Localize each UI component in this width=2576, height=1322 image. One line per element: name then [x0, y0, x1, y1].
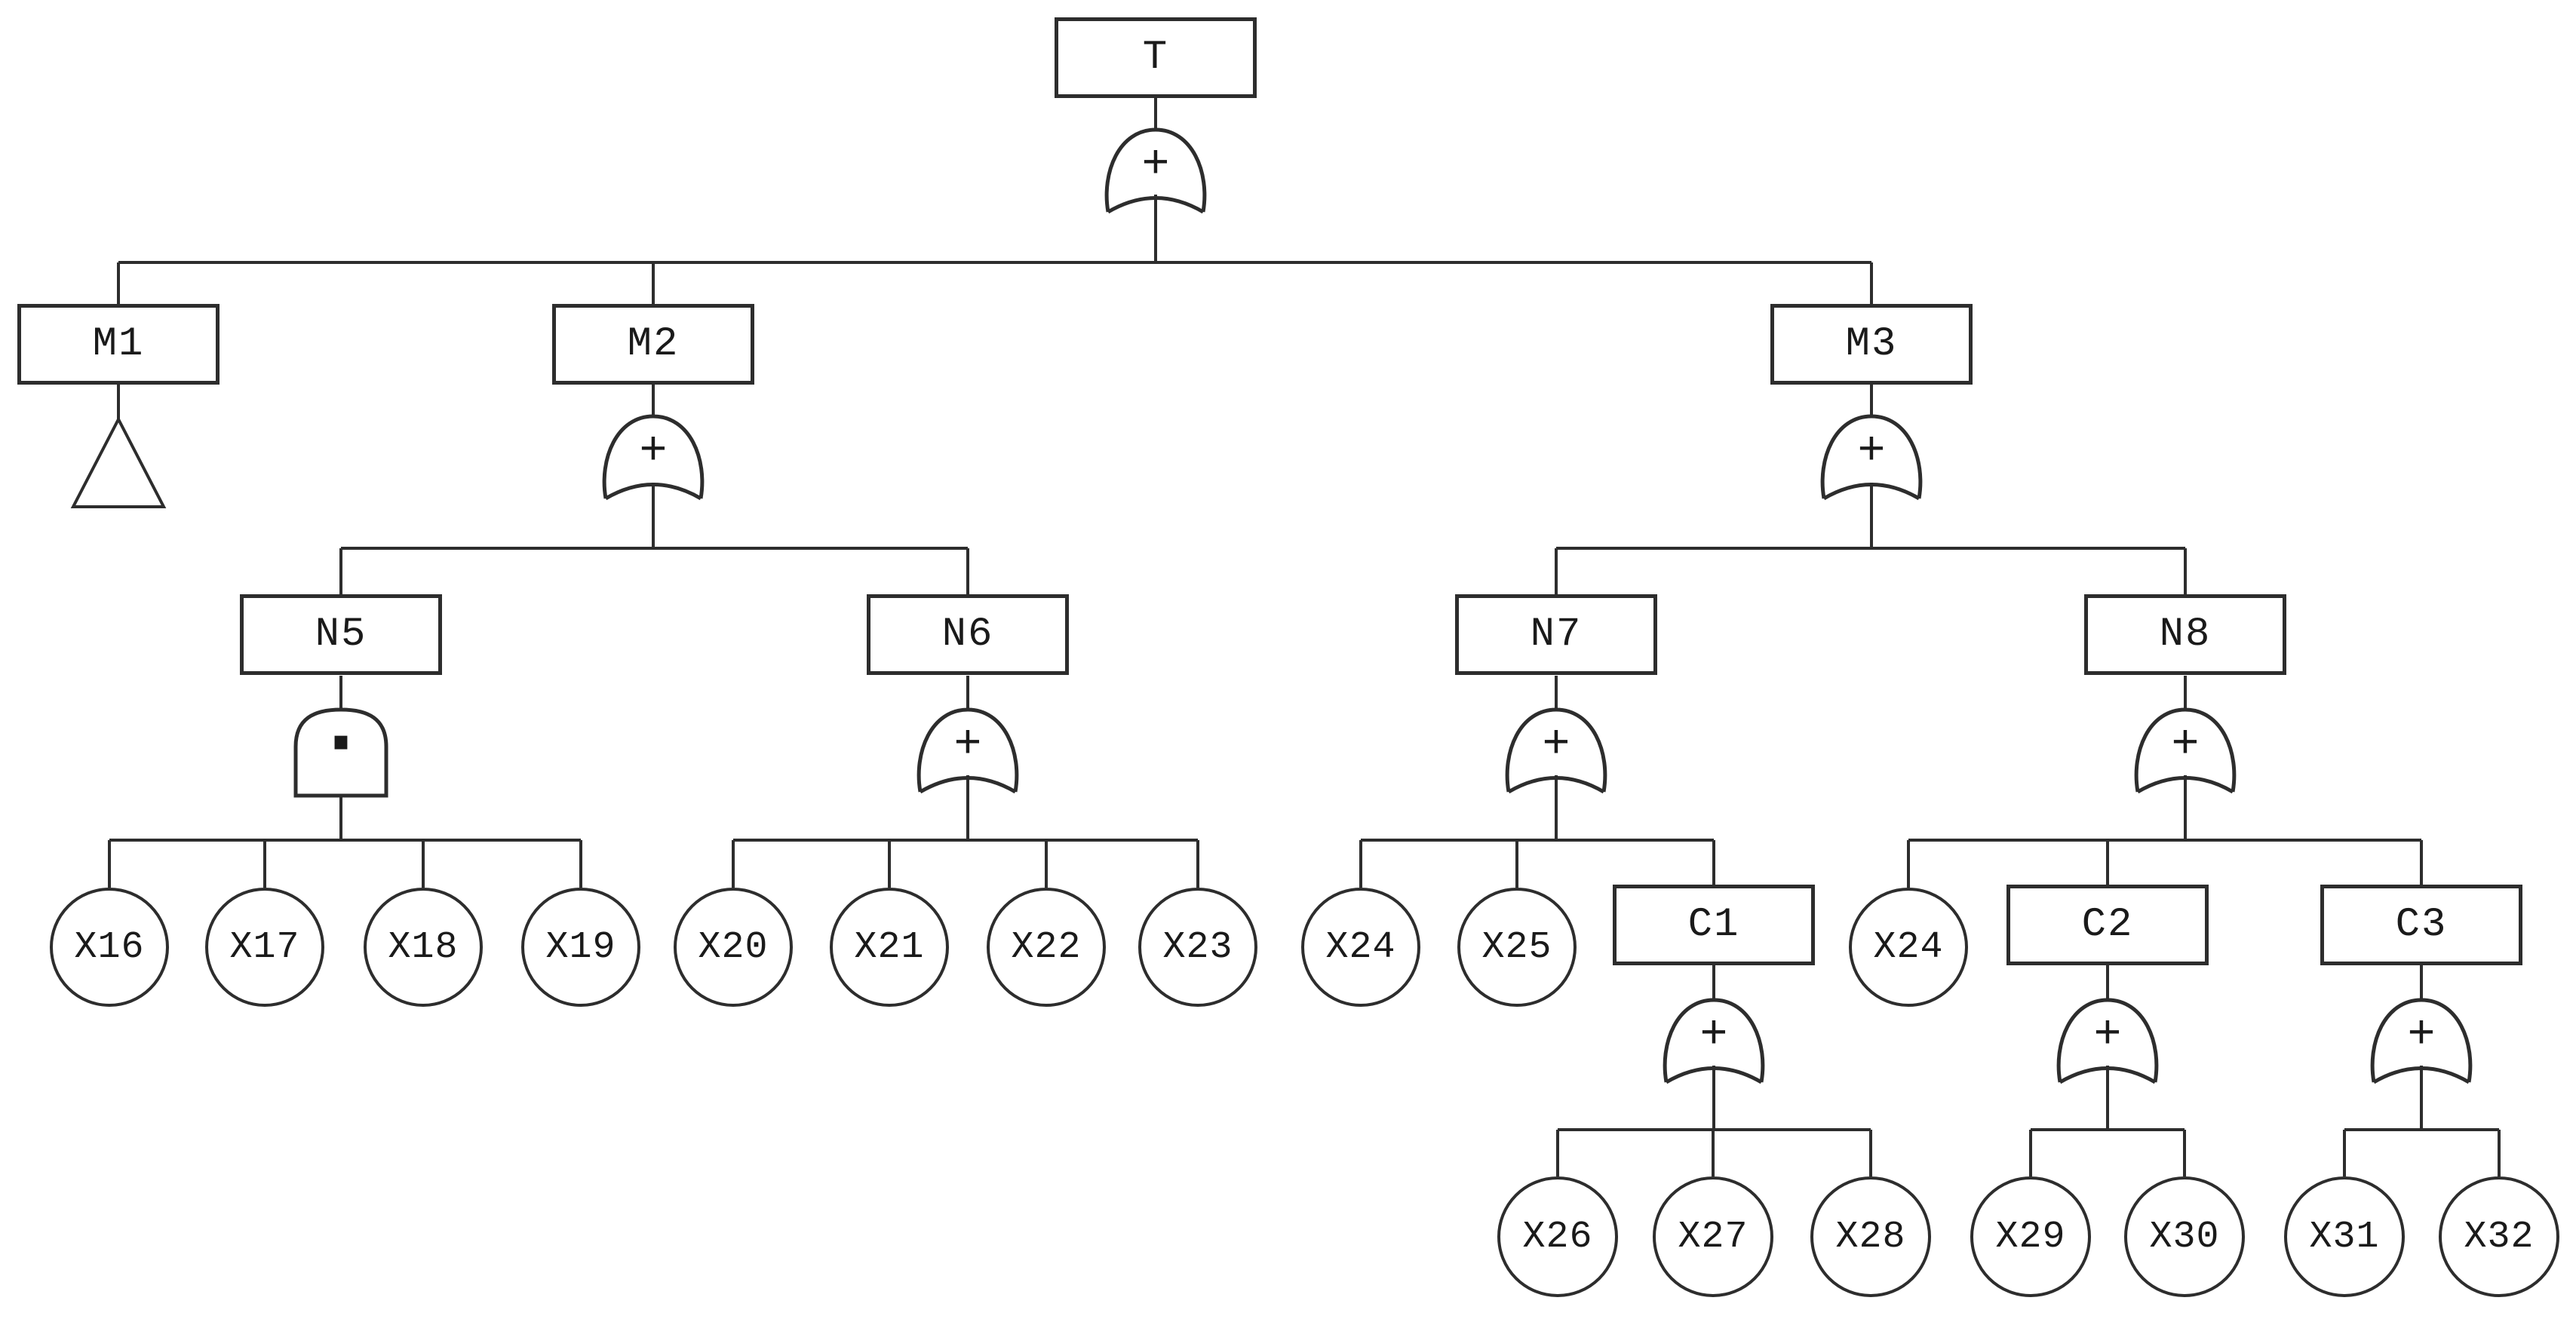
- basic-event-X28: X28: [1810, 1176, 1931, 1297]
- basic-event-X17: X17: [205, 888, 324, 1007]
- or-gate-N6-symbol: +: [953, 717, 982, 771]
- basic-event-label-X26: X26: [1522, 1215, 1593, 1259]
- event-label-M2: M2: [627, 321, 680, 367]
- connector-C1-bus: [1556, 1066, 1872, 1176]
- connector-N5-bus: [108, 796, 582, 888]
- basic-event-label-X21: X21: [854, 925, 925, 969]
- basic-event-label-X18: X18: [388, 925, 459, 969]
- event-label-N8: N8: [2159, 612, 2212, 658]
- event-label-N6: N6: [941, 612, 994, 658]
- basic-event-label-X24-repeat: X24: [1873, 925, 1944, 969]
- event-label-M3: M3: [1845, 321, 1898, 367]
- basic-event-X27: X27: [1653, 1176, 1773, 1297]
- basic-event-label-X27: X27: [1678, 1215, 1749, 1259]
- event-label-C3: C3: [2395, 902, 2448, 948]
- basic-event-X19: X19: [521, 888, 640, 1007]
- basic-event-label-X28: X28: [1835, 1215, 1906, 1259]
- connector-C2-bus: [2029, 1066, 2186, 1176]
- basic-event-label-X24: X24: [1325, 925, 1396, 969]
- connector-C3-bus: [2343, 1066, 2501, 1176]
- or-gate-N7-symbol: +: [1542, 717, 1570, 771]
- basic-event-X29: X29: [1970, 1176, 2091, 1297]
- connector-N8-bus: [1907, 775, 2423, 888]
- basic-event-X24: X24: [1301, 888, 1420, 1007]
- event-box-C2: C2: [2006, 885, 2209, 965]
- basic-event-X20: X20: [674, 888, 793, 1007]
- basic-event-X23: X23: [1138, 888, 1257, 1007]
- connector-N7-bus: [1359, 775, 1715, 888]
- basic-event-label-X17: X17: [229, 925, 300, 969]
- or-gate-T-symbol: +: [1141, 137, 1170, 192]
- event-label-N5: N5: [315, 612, 367, 658]
- event-box-C1: C1: [1613, 885, 1815, 965]
- basic-event-label-X22: X22: [1011, 925, 1082, 969]
- connector-N6-bus: [732, 775, 1199, 888]
- or-gate-C3-shape: [2370, 998, 2473, 1084]
- basic-event-X16: X16: [50, 888, 169, 1007]
- transfer-triangle-M1: [70, 416, 167, 508]
- basic-event-X32: X32: [2439, 1176, 2559, 1297]
- or-gate-T-shape: [1104, 127, 1207, 214]
- and-gate-N5-symbol: ·: [313, 693, 368, 796]
- and-gate-N5-shape: [293, 707, 388, 798]
- or-gate-M2-shape: [602, 414, 705, 501]
- event-box-M2: M2: [552, 304, 754, 385]
- event-box-T: T: [1055, 17, 1257, 98]
- basic-event-X22: X22: [987, 888, 1106, 1007]
- event-box-M3: M3: [1770, 304, 1973, 385]
- event-label-M1: M1: [92, 321, 145, 367]
- basic-event-X30: X30: [2124, 1176, 2245, 1297]
- basic-event-label-X25: X25: [1481, 925, 1552, 969]
- event-box-C3: C3: [2320, 885, 2522, 965]
- or-gate-C3-symbol: +: [2407, 1008, 2436, 1062]
- basic-event-label-X32: X32: [2464, 1215, 2535, 1259]
- basic-event-X26: X26: [1497, 1176, 1618, 1297]
- basic-event-label-X23: X23: [1162, 925, 1233, 969]
- event-box-N7: N7: [1455, 594, 1657, 675]
- connector-T-bus: [117, 195, 1873, 304]
- connector-M3-bus: [1555, 483, 2187, 594]
- event-box-N8: N8: [2084, 594, 2286, 675]
- or-gate-C2-shape: [2056, 998, 2159, 1084]
- basic-event-X18: X18: [364, 888, 483, 1007]
- basic-event-label-X20: X20: [698, 925, 769, 969]
- or-gate-C1-symbol: +: [1699, 1008, 1728, 1062]
- or-gate-M2-symbol: +: [639, 424, 668, 478]
- basic-event-label-X31: X31: [2309, 1215, 2380, 1259]
- basic-event-X21: X21: [830, 888, 949, 1007]
- event-label-N7: N7: [1530, 612, 1583, 658]
- or-gate-M3-shape: [1820, 414, 1923, 501]
- basic-event-label-X16: X16: [74, 925, 145, 969]
- event-label-T: T: [1142, 35, 1169, 81]
- or-gate-M3-symbol: +: [1857, 424, 1886, 478]
- basic-event-X24-repeat: X24: [1849, 888, 1968, 1007]
- or-gate-C1-shape: [1663, 998, 1765, 1084]
- basic-event-X25: X25: [1457, 888, 1577, 1007]
- connector-M2-bus: [339, 483, 969, 594]
- basic-event-label-X30: X30: [2149, 1215, 2220, 1259]
- basic-event-label-X19: X19: [545, 925, 616, 969]
- event-label-C2: C2: [2081, 902, 2134, 948]
- basic-event-label-X29: X29: [1995, 1215, 2066, 1259]
- event-label-C1: C1: [1687, 902, 1740, 948]
- event-box-M1: M1: [17, 304, 220, 385]
- basic-event-X31: X31: [2284, 1176, 2405, 1297]
- or-gate-C2-symbol: +: [2093, 1008, 2122, 1062]
- or-gate-N7-shape: [1505, 707, 1607, 794]
- event-box-N6: N6: [867, 594, 1069, 675]
- event-box-N5: N5: [240, 594, 442, 675]
- or-gate-N8-symbol: +: [2171, 717, 2200, 771]
- or-gate-N6-shape: [916, 707, 1019, 794]
- or-gate-N8-shape: [2134, 707, 2237, 794]
